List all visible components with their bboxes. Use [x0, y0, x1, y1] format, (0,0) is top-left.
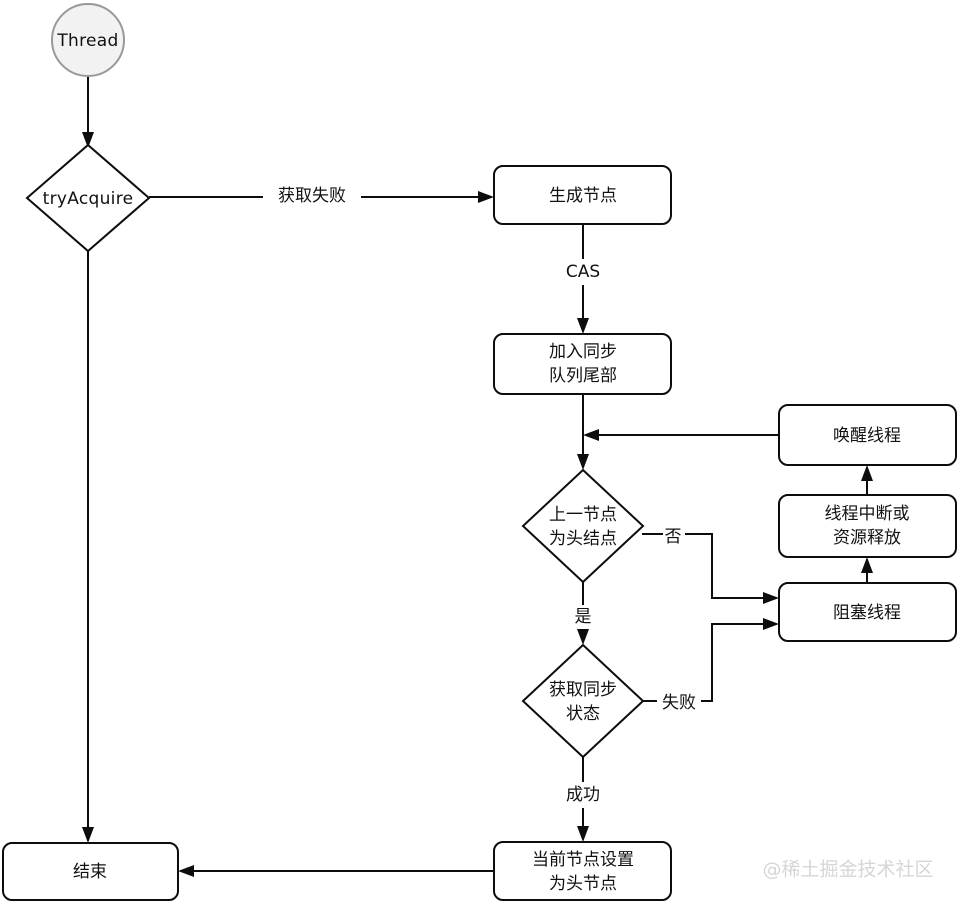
node-block-thread[interactable]: 阻塞线程 — [778, 582, 957, 642]
node-prev-is-head[interactable]: 上一节点 为头结点 — [521, 468, 645, 584]
node-wake-thread-label: 唤醒线程 — [833, 426, 901, 446]
node-prev-is-head-label-line2: 为头结点 — [549, 529, 617, 549]
node-enqueue-tail-label-line1: 加入同步 — [549, 342, 617, 362]
edges-layer — [82, 76, 873, 877]
node-set-head-label-line1: 当前节点设置 — [532, 850, 634, 870]
node-acquire-state-label-line2: 状态 — [566, 704, 600, 724]
node-set-head[interactable]: 当前节点设置 为头节点 — [493, 841, 672, 901]
node-set-head-label-line2: 为头节点 — [549, 874, 617, 894]
node-thread-label: Thread — [56, 31, 118, 51]
node-end[interactable]: 结束 — [2, 842, 179, 901]
edge-labels-layer: 获取失败 CAS 否 是 失败 成功 — [278, 186, 696, 805]
nodes-layer: Thread tryAcquire 生成节点 加入同步 队列尾部 上一节 — [2, 3, 957, 901]
node-prev-is-head-label-line1: 上一节点 — [549, 505, 617, 525]
edge-block-to-interrupt — [861, 557, 873, 584]
node-interrupt-or-release-label-line1: 线程中断或 — [825, 504, 910, 524]
edge-thread-to-tryacquire — [82, 76, 94, 148]
edge-sethead-to-end — [178, 865, 495, 877]
edge-label-cas: CAS — [566, 262, 600, 282]
edge-label-yes: 是 — [575, 607, 592, 627]
edge-enqueue-to-previshead — [577, 393, 589, 470]
edge-gennode-to-enqueue — [577, 223, 589, 334]
node-enqueue-tail-label-line2: 队列尾部 — [549, 366, 617, 386]
edge-label-success: 成功 — [566, 785, 600, 805]
node-thread[interactable]: Thread — [51, 3, 125, 77]
node-end-label: 结束 — [73, 862, 107, 882]
node-acquire-state-label-line1: 获取同步 — [549, 680, 617, 700]
node-acquire-state[interactable]: 获取同步 状态 — [521, 643, 645, 759]
edge-label-no: 否 — [665, 527, 682, 547]
edge-previshead-to-acquirestate — [577, 581, 589, 645]
edge-tryacquire-to-end — [82, 249, 94, 843]
edge-interrupt-to-wake — [861, 465, 873, 496]
edge-acquirestate-to-sethead — [577, 756, 589, 842]
node-try-acquire[interactable]: tryAcquire — [25, 143, 151, 253]
edge-label-acquire-fail: 获取失败 — [278, 186, 346, 206]
node-interrupt-or-release-label-line2: 资源释放 — [833, 528, 901, 548]
edge-acquirestate-to-block — [642, 618, 779, 702]
node-generate-node[interactable]: 生成节点 — [493, 165, 672, 225]
node-try-acquire-label: tryAcquire — [43, 189, 134, 209]
edge-label-fail: 失败 — [662, 693, 696, 713]
node-wake-thread[interactable]: 唤醒线程 — [778, 404, 957, 466]
watermark: @稀土掘金技术社区 — [762, 859, 933, 881]
node-enqueue-tail[interactable]: 加入同步 队列尾部 — [493, 333, 672, 395]
node-block-thread-label: 阻塞线程 — [833, 603, 901, 623]
edge-wake-to-enqueuepath — [583, 429, 780, 441]
node-interrupt-or-release[interactable]: 线程中断或 资源释放 — [778, 494, 957, 558]
edge-previshead-to-block — [642, 533, 779, 604]
node-generate-node-label: 生成节点 — [549, 186, 617, 206]
edge-tryacquire-to-gennode — [149, 191, 494, 203]
